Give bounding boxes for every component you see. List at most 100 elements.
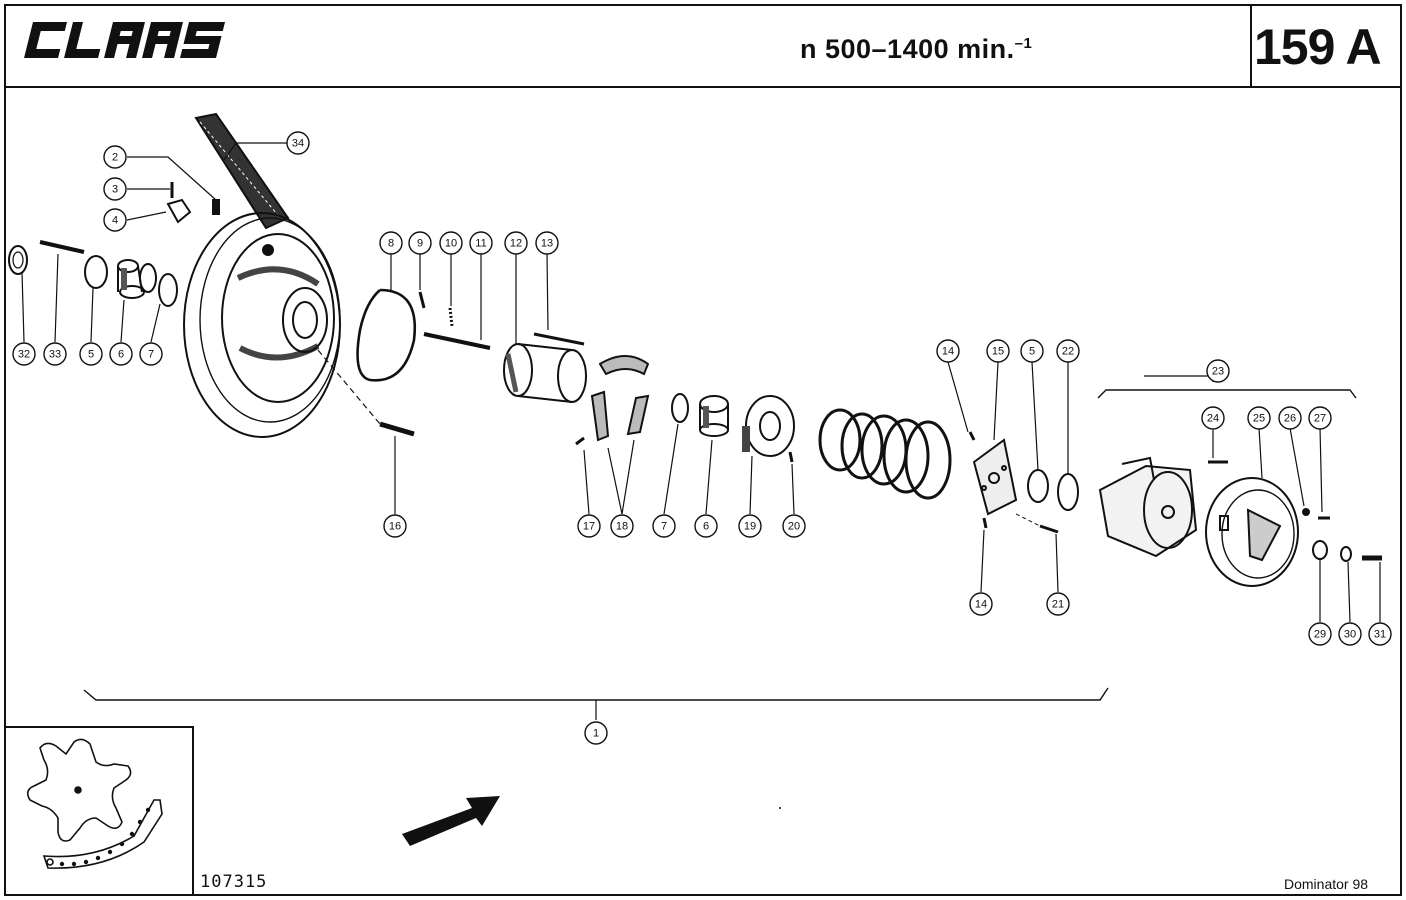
callout-c27: 27 [1308, 406, 1332, 430]
callout-c10: 10 [439, 231, 463, 255]
segments-18 [590, 355, 650, 442]
callout-circle [383, 514, 407, 538]
callout-circle [1338, 622, 1362, 646]
callout-label: 25 [1253, 413, 1265, 425]
callout-circle [969, 592, 993, 616]
callout-label: 10 [445, 238, 457, 250]
callout-label: 31 [1374, 629, 1386, 641]
dowel-17 [575, 436, 585, 446]
callout-c31: 31 [1368, 622, 1392, 646]
ring-5-left [84, 255, 108, 289]
callout-label: 1 [593, 728, 599, 740]
callout-circle [738, 514, 762, 538]
callout-c21: 21 [1046, 592, 1070, 616]
bush-6-left [117, 259, 157, 299]
callout-c14b: 14 [969, 592, 993, 616]
page-number: 159 A [1254, 19, 1382, 75]
speed-range-label: n 500–1400 min.–1 [800, 34, 1033, 64]
callout-label: 18 [616, 521, 628, 533]
callout-c23: 23 [1206, 359, 1230, 383]
callout-circle [694, 514, 718, 538]
cover-25 [1205, 477, 1299, 587]
claas-logo-mark [24, 22, 226, 58]
screw-20 [788, 451, 794, 463]
callout-circle [782, 514, 806, 538]
callout-circle [79, 342, 103, 366]
callout-circle [535, 231, 559, 255]
clutch-housing-23 [1098, 456, 1198, 558]
callout-c25: 25 [1247, 406, 1271, 430]
callout-c22: 22 [1056, 339, 1080, 363]
drawing-frame [4, 4, 1402, 896]
ring-22 [1057, 473, 1079, 511]
callout-c29: 29 [1308, 622, 1332, 646]
o-ring-7-left [158, 273, 178, 307]
callout-c9: 9 [408, 231, 432, 255]
callout-label: 7 [661, 521, 667, 533]
callout-c6a: 6 [109, 342, 133, 366]
drawing-number: 107315 [200, 872, 268, 892]
header-rule [4, 86, 1402, 88]
callout-c19: 19 [738, 514, 762, 538]
callout-c12: 12 [504, 231, 528, 255]
callout-circle [610, 514, 634, 538]
callout-c33: 33 [43, 342, 67, 366]
callout-circle [469, 231, 493, 255]
callout-c14a: 14 [936, 339, 960, 363]
callout-label: 7 [148, 349, 154, 361]
pulley-housing [183, 212, 341, 438]
drive-belt [194, 112, 290, 230]
washer-30 [1340, 546, 1352, 562]
callout-label: 26 [1284, 413, 1296, 425]
callout-c5a: 5 [79, 342, 103, 366]
pin-9 [418, 291, 426, 309]
washer-32 [8, 245, 28, 275]
leader-lines [21, 142, 1381, 720]
callout-c15: 15 [986, 339, 1010, 363]
callout-circle [1201, 406, 1225, 430]
callout-c6b: 6 [694, 514, 718, 538]
ball-26 [1302, 508, 1310, 516]
callout-label: 16 [389, 521, 401, 533]
callout-c5b: 5 [1020, 339, 1044, 363]
callout-label: 32 [18, 349, 30, 361]
sleeve-12 [503, 343, 587, 403]
bush-6-right [699, 395, 729, 437]
callout-label: 29 [1314, 629, 1326, 641]
callout-circle [1368, 622, 1392, 646]
pin-33 [39, 240, 85, 254]
pin-11 [423, 332, 491, 350]
claas-logo [14, 18, 234, 67]
callout-label: 33 [49, 349, 61, 361]
callout-label: 5 [1029, 346, 1035, 358]
snap-ring-8 [356, 288, 417, 382]
callout-c3: 3 [103, 177, 127, 201]
callout-c20: 20 [782, 514, 806, 538]
callout-label: 19 [744, 521, 756, 533]
callout-label: 30 [1344, 629, 1356, 641]
callout-c4: 4 [103, 208, 127, 232]
callout-c30: 30 [1338, 622, 1362, 646]
callout-circle [1308, 406, 1332, 430]
callout-label: 27 [1314, 413, 1326, 425]
callout-circle [103, 145, 127, 169]
callout-circle [1206, 359, 1230, 383]
callout-c26: 26 [1278, 406, 1302, 430]
callout-label: 12 [510, 238, 522, 250]
callout-circle [504, 231, 528, 255]
callout-label: 9 [417, 238, 423, 250]
callout-label: 24 [1207, 413, 1219, 425]
callout-label: 8 [388, 238, 394, 250]
o-ring-7-right [671, 393, 689, 423]
callout-label: 4 [112, 215, 118, 227]
pin-14-bottom [982, 517, 988, 529]
callout-c11: 11 [469, 231, 493, 255]
bracket-23 [1097, 389, 1357, 399]
callout-c1: 1 [584, 721, 608, 745]
direction-arrow [402, 796, 500, 846]
callout-c7b: 7 [652, 514, 676, 538]
callout-circle [986, 339, 1010, 363]
machine-model: Dominator 98 [1284, 876, 1369, 892]
callout-label: 13 [541, 238, 553, 250]
